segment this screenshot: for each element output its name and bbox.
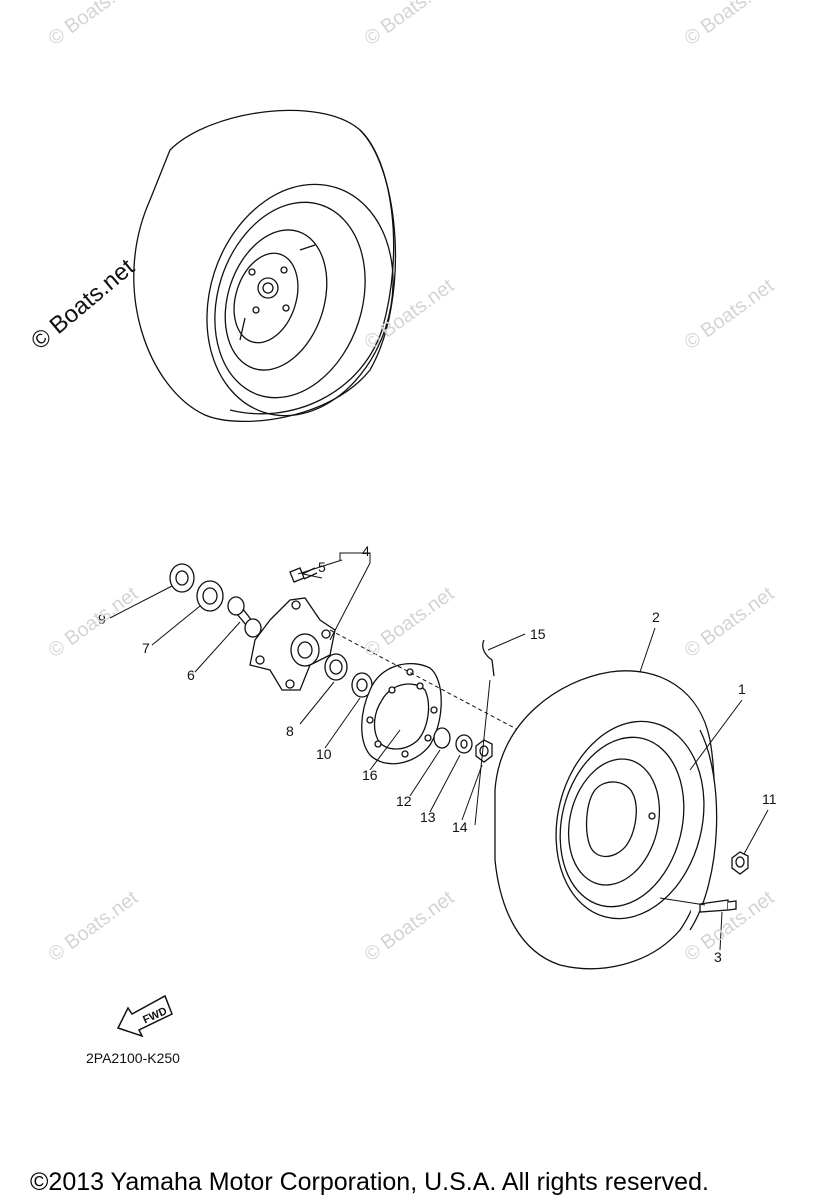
diagram-code: 2PA2100-K250 xyxy=(86,1050,180,1066)
part-7-bearing[interactable] xyxy=(196,580,224,612)
callout-11: 11 xyxy=(762,791,777,807)
callout-10: 10 xyxy=(316,746,332,762)
part-16-brake-disc[interactable] xyxy=(361,663,442,765)
callout-5: 5 xyxy=(318,559,326,575)
callout-7: 7 xyxy=(142,640,150,656)
part-3-valve[interactable] xyxy=(699,899,737,913)
part-1-wheel[interactable] xyxy=(536,706,724,935)
callout-3: 3 xyxy=(714,949,722,965)
callout-8: 8 xyxy=(286,723,294,739)
callout-2: 2 xyxy=(652,609,660,625)
callout-6: 6 xyxy=(187,667,195,683)
part-11-wheel-nut[interactable] xyxy=(731,851,749,875)
fwd-arrow-icon: FWD xyxy=(116,994,173,1038)
callout-12: 12 xyxy=(396,793,412,809)
part-9-oil-seal[interactable] xyxy=(169,563,195,593)
assembled-wheel xyxy=(133,109,397,423)
part-14-nut[interactable] xyxy=(475,739,493,763)
part-6-spacer[interactable] xyxy=(227,596,262,638)
callout-4: 4 xyxy=(362,543,370,559)
leader-lines xyxy=(109,552,769,951)
part-5-bolt[interactable] xyxy=(289,567,318,583)
callout-1: 1 xyxy=(738,681,746,697)
part-2-tire[interactable] xyxy=(494,670,718,970)
callout-16: 16 xyxy=(362,767,378,783)
part-4-hub[interactable] xyxy=(249,597,336,691)
part-8-oil-seal[interactable] xyxy=(324,653,348,681)
part-15-cotter-pin[interactable] xyxy=(482,639,495,677)
copyright-notice: ©2013 Yamaha Motor Corporation, U.S.A. A… xyxy=(30,1168,709,1196)
part-13-washer[interactable] xyxy=(455,734,473,754)
callout-13: 13 xyxy=(420,809,436,825)
part-12-collar[interactable] xyxy=(433,727,451,749)
callout-15: 15 xyxy=(530,626,546,642)
callout-9: 9 xyxy=(98,611,106,627)
callout-14: 14 xyxy=(452,819,468,835)
